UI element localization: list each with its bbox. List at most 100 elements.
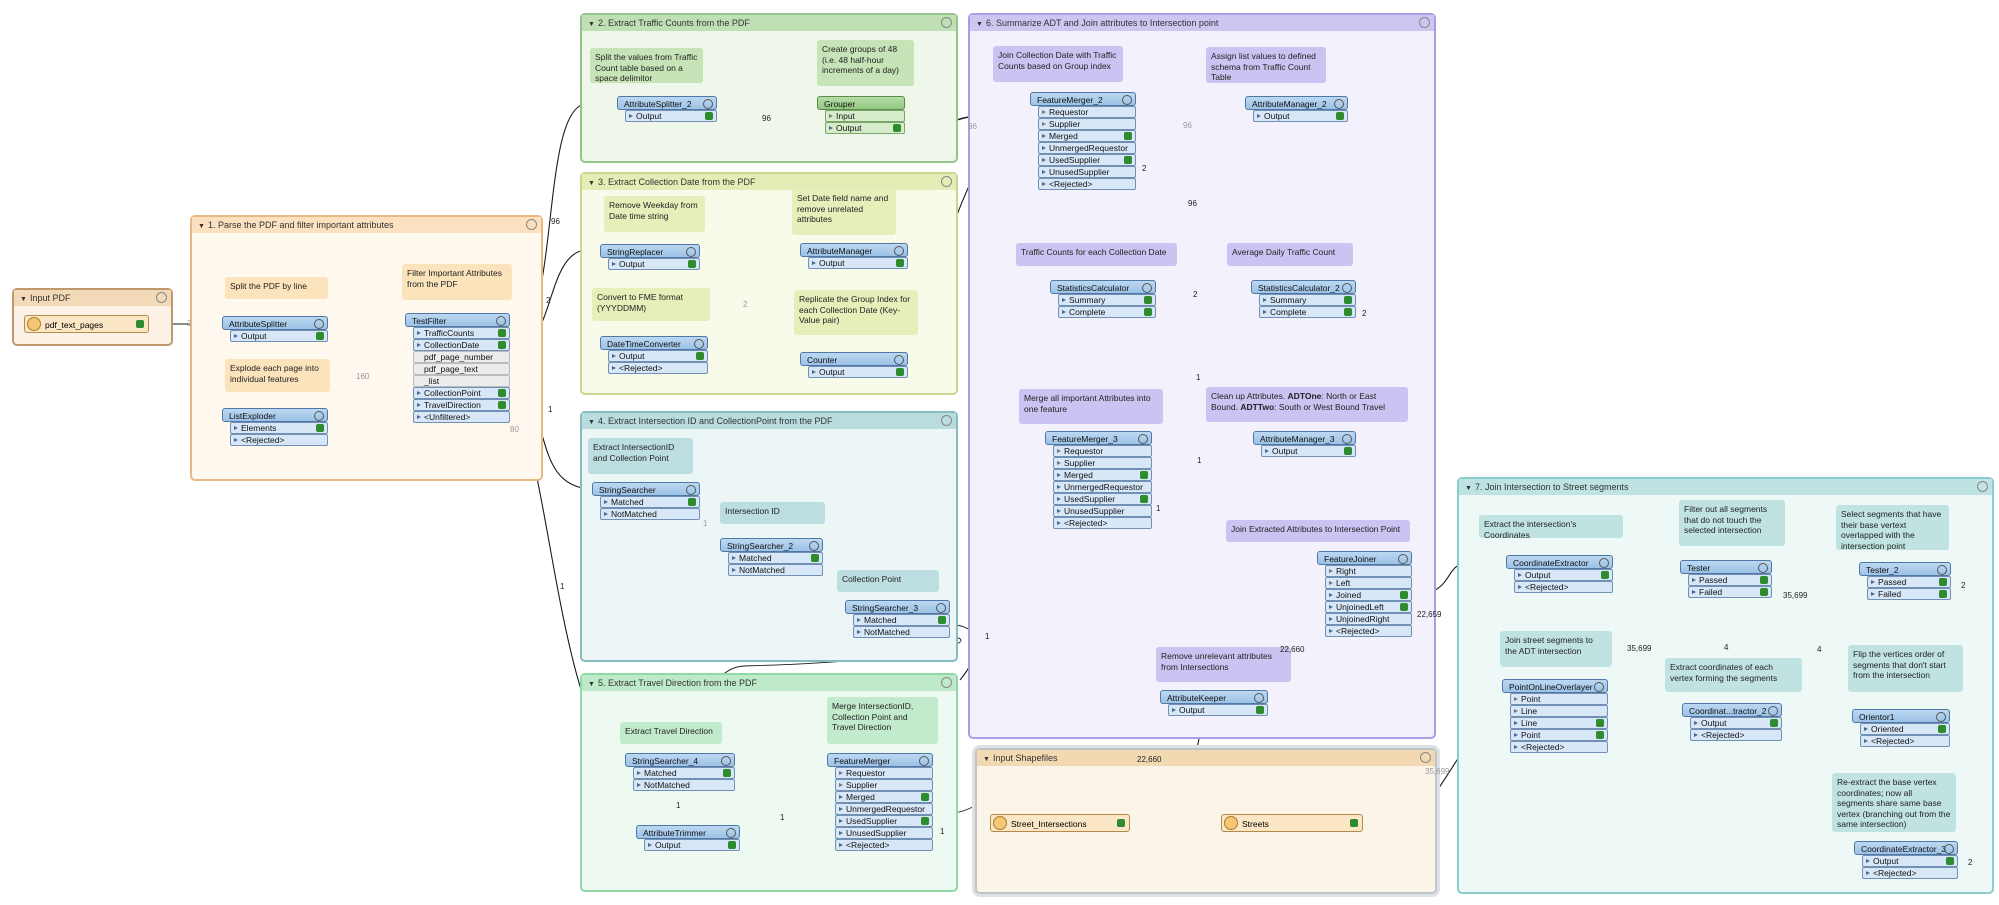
port-requestor[interactable]: Requestor (835, 767, 933, 779)
annotation-select-segments[interactable]: Select segments that have their base ver… (1836, 505, 1949, 551)
reader-pdf-text-pages[interactable]: pdf_text_pages (24, 315, 149, 333)
gear-icon[interactable] (941, 17, 952, 28)
port-point-out[interactable]: Point (1510, 729, 1608, 741)
port-rejected[interactable]: <Rejected> (1862, 867, 1958, 879)
port-supplier[interactable]: Supplier (1053, 457, 1152, 469)
gear-icon[interactable] (1254, 693, 1264, 703)
gear-icon[interactable] (686, 485, 696, 495)
annotation-create-groups[interactable]: Create groups of 48 (i.e. 48 half-hour i… (817, 40, 914, 86)
transformer-stringsearcher-2[interactable]: StringSearcher_2 Matched NotMatched (720, 538, 823, 576)
gear-icon[interactable] (1936, 712, 1946, 722)
inspect-icon[interactable] (1124, 132, 1132, 140)
port-rejected[interactable]: <Rejected> (230, 434, 328, 446)
port-rejected[interactable]: <Rejected> (1510, 741, 1608, 753)
inspect-icon[interactable] (498, 341, 506, 349)
annotation-join-extracted[interactable]: Join Extracted Attributes to Intersectio… (1226, 520, 1410, 542)
inspect-icon[interactable] (1400, 591, 1408, 599)
gear-icon[interactable] (1599, 558, 1609, 568)
gear-icon[interactable] (941, 677, 952, 688)
port-unusedsupplier[interactable]: UnusedSupplier (1038, 166, 1136, 178)
gear-icon[interactable] (936, 603, 946, 613)
inspect-icon[interactable] (688, 260, 696, 268)
transformer-header[interactable]: StatisticsCalculator (1050, 280, 1156, 294)
transformer-header[interactable]: Grouper (817, 96, 905, 110)
inspect-icon[interactable] (896, 368, 904, 376)
annotation-explode-page[interactable]: Explode each page into individual featur… (225, 359, 330, 392)
annotation-replicate-group[interactable]: Replicate the Group Index for each Colle… (794, 290, 918, 335)
port-rejected[interactable]: <Rejected> (608, 362, 708, 374)
annotation-join-collection-date[interactable]: Join Collection Date with Traffic Counts… (993, 46, 1123, 82)
gear-icon[interactable] (721, 756, 731, 766)
collapse-icon[interactable]: ▼ (588, 180, 595, 187)
inspect-icon[interactable] (1344, 308, 1352, 316)
inspect-icon[interactable] (1939, 578, 1947, 586)
inspect-icon[interactable] (498, 401, 506, 409)
inspect-icon[interactable] (316, 424, 324, 432)
port-rejected[interactable]: <Rejected> (1860, 735, 1950, 747)
transformer-orientor1[interactable]: Orientor1 Oriented <Rejected> (1852, 709, 1950, 747)
port-point-in[interactable]: Point (1510, 693, 1608, 705)
port-rejected[interactable]: <Rejected> (1053, 517, 1152, 529)
port-unusedsupplier[interactable]: UnusedSupplier (835, 827, 933, 839)
bookmark-2[interactable]: ▼2. Extract Traffic Counts from the PDF (580, 13, 958, 163)
port-unjoinedright[interactable]: UnjoinedRight (1325, 613, 1412, 625)
inspect-icon[interactable] (1144, 296, 1152, 304)
port-left[interactable]: Left (1325, 577, 1412, 589)
annotation-split-by-line[interactable]: Split the PDF by line (225, 277, 328, 299)
inspect-icon[interactable] (316, 332, 324, 340)
annotation-extract-intersection-id[interactable]: Extract IntersectionID and Collection Po… (588, 438, 693, 474)
port-requestor[interactable]: Requestor (1038, 106, 1136, 118)
annotation-extract-vertex[interactable]: Extract coordinates of each vertex formi… (1665, 658, 1802, 692)
port-line-out[interactable]: Line (1510, 717, 1608, 729)
gear-icon[interactable] (809, 541, 819, 551)
port-passed[interactable]: Passed (1688, 574, 1772, 586)
transformer-attributemanager-2[interactable]: AttributeManager_2 Output (1245, 96, 1348, 122)
annotation-reextract[interactable]: Re-extract the base vertex coordinates; … (1832, 773, 1956, 832)
transformer-header[interactable]: AttributeManager_2 (1245, 96, 1348, 110)
gear-icon[interactable] (1758, 563, 1768, 573)
transformer-header[interactable]: StringSearcher_2 (720, 538, 823, 552)
transformer-stringsearcher-4[interactable]: StringSearcher_4 Matched NotMatched (625, 753, 735, 791)
transformer-header[interactable]: PointOnLineOverlayer (1502, 679, 1608, 693)
port-usedsupplier[interactable]: UsedSupplier (1053, 493, 1152, 505)
gear-icon[interactable] (726, 828, 736, 838)
inspect-icon[interactable] (1124, 156, 1132, 164)
port-passed[interactable]: Passed (1867, 576, 1951, 588)
inspect-icon[interactable] (1336, 112, 1344, 120)
gear-icon[interactable] (1342, 434, 1352, 444)
gear-icon[interactable] (1937, 565, 1947, 575)
inspect-icon[interactable] (921, 793, 929, 801)
transformer-stringsearcher[interactable]: StringSearcher Matched NotMatched (592, 482, 700, 520)
port-rejected[interactable]: <Rejected> (1325, 625, 1412, 637)
port-output[interactable]: Output (1514, 569, 1613, 581)
port-usedsupplier[interactable]: UsedSupplier (835, 815, 933, 827)
port-output[interactable]: Output (230, 330, 328, 342)
port-unmergedrequestor[interactable]: UnmergedRequestor (1038, 142, 1136, 154)
reader-street-intersections[interactable]: Street_Intersections (990, 814, 1130, 832)
gear-icon[interactable] (1138, 434, 1148, 444)
transformer-header[interactable]: StatisticsCalculator_2 (1251, 280, 1356, 294)
gear-icon[interactable] (894, 246, 904, 256)
transformer-header[interactable]: FeatureMerger (827, 753, 933, 767)
transformer-header[interactable]: CoordinateExtractor_3 (1854, 841, 1958, 855)
transformer-pointonlineoverlayer[interactable]: PointOnLineOverlayer Point Line Line Poi… (1502, 679, 1608, 753)
collapse-icon[interactable]: ▼ (976, 21, 983, 28)
port-matched[interactable]: Matched (853, 614, 950, 626)
transformer-attributemanager[interactable]: AttributeManager Output (800, 243, 908, 269)
transformer-grouper[interactable]: Grouper Input Output (817, 96, 905, 134)
transformer-coordinateextractor-2[interactable]: Coordinat...tractor_2 Output <Rejected> (1682, 703, 1782, 741)
gear-icon[interactable] (894, 355, 904, 365)
collapse-icon[interactable]: ▼ (588, 419, 595, 426)
collapse-icon[interactable]: ▼ (20, 296, 27, 303)
transformer-header[interactable]: AttributeManager_3 (1253, 431, 1356, 445)
port-input[interactable]: Input (825, 110, 905, 122)
gear-icon[interactable] (156, 292, 167, 303)
gear-icon[interactable] (314, 319, 324, 329)
transformer-header[interactable]: AttributeSplitter (222, 316, 328, 330)
annotation-average-daily[interactable]: Average Daily Traffic Count (1227, 243, 1353, 266)
collapse-icon[interactable]: ▼ (983, 756, 990, 763)
port-rejected[interactable]: <Rejected> (835, 839, 933, 851)
transformer-header[interactable]: AttributeSplitter_2 (617, 96, 717, 110)
gear-icon[interactable] (1342, 283, 1352, 293)
port-merged[interactable]: Merged (835, 791, 933, 803)
